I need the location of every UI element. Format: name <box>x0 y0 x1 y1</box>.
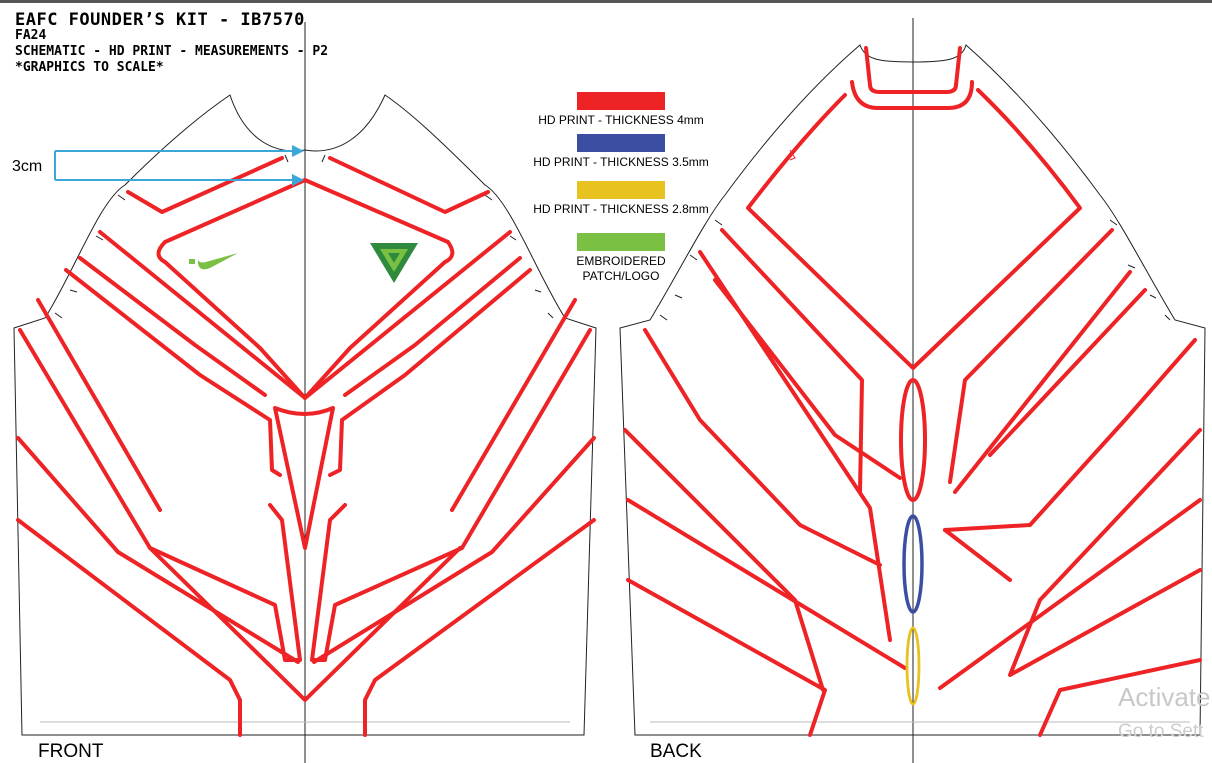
swoosh-logo-icon <box>189 253 238 270</box>
front-left-band-5 <box>16 518 242 737</box>
front-left-band-1 <box>98 230 307 400</box>
front-chevron-main <box>156 178 455 400</box>
back-left-band-2 <box>698 250 892 642</box>
back-yoke <box>746 88 1082 370</box>
legend-swatch-blue <box>577 134 665 152</box>
top-border <box>0 0 1212 3</box>
back-ellipse-blue <box>902 514 924 614</box>
back-left-band-5 <box>626 498 907 670</box>
back-collar-inner <box>864 46 962 94</box>
back-view <box>619 18 1206 763</box>
back-outline <box>619 44 1206 736</box>
front-view <box>13 22 597 763</box>
front-outline <box>13 94 597 736</box>
season-code: FA24 <box>15 28 47 43</box>
front-center-v <box>148 546 462 702</box>
front-notch-marks <box>54 154 554 319</box>
measurement-arrows <box>54 145 304 186</box>
subtitle: SCHEMATIC - HD PRINT - MEASUREMENTS - P2 <box>15 44 329 59</box>
front-chevron-upper <box>126 156 284 214</box>
back-red-print <box>623 46 1202 737</box>
front-left-band-4 <box>16 436 300 664</box>
legend-label: HD PRINT - THICKNESS 4mm <box>538 113 704 127</box>
back-ellipse-yellow <box>905 626 921 706</box>
legend-item-2-8mm: HD PRINT - THICKNESS 2.8mm <box>520 181 722 217</box>
back-notch-marks <box>659 219 1171 321</box>
back-label: BACK <box>650 741 702 762</box>
back-left-band-3 <box>643 328 882 567</box>
legend-label: EMBROIDERED PATCH/LOGO <box>576 254 666 283</box>
page-title: EAFC FOUNDER’S KIT - IB7570 <box>15 10 305 30</box>
legend-item-embroidered: EMBROIDERED PATCH/LOGO <box>520 233 722 284</box>
legend-item-3-5mm: HD PRINT - THICKNESS 3.5mm <box>520 134 722 170</box>
crest-logo-icon <box>370 243 418 283</box>
front-red-print <box>16 156 596 737</box>
front-center-dagger <box>273 406 335 550</box>
legend-label: HD PRINT - THICKNESS 3.5mm <box>533 155 709 169</box>
legend-label: HD PRINT - THICKNESS 2.8mm <box>533 202 709 216</box>
back-left-band-1 <box>720 228 864 494</box>
back-tag-mark <box>789 149 796 161</box>
legend-swatch-green <box>577 233 665 251</box>
legend-swatch-yellow <box>577 181 665 199</box>
watermark-activate: Activate <box>1118 682 1211 712</box>
back-ellipse-red <box>899 378 927 502</box>
front-left-band-3 <box>18 328 302 662</box>
back-collar-outer <box>850 80 974 110</box>
front-label: FRONT <box>38 741 104 762</box>
watermark-settings: Go to Sett <box>1118 721 1204 742</box>
legend-swatch-red <box>577 92 665 110</box>
front-left-band-2 <box>64 268 282 477</box>
legend-item-4mm: HD PRINT - THICKNESS 4mm <box>520 92 722 128</box>
measurement-label: 3cm <box>12 158 43 175</box>
header-block: EAFC FOUNDER’S KIT - IB7570 FA24 SCHEMAT… <box>15 12 328 76</box>
scale-note: *GRAPHICS TO SCALE* <box>15 60 164 75</box>
